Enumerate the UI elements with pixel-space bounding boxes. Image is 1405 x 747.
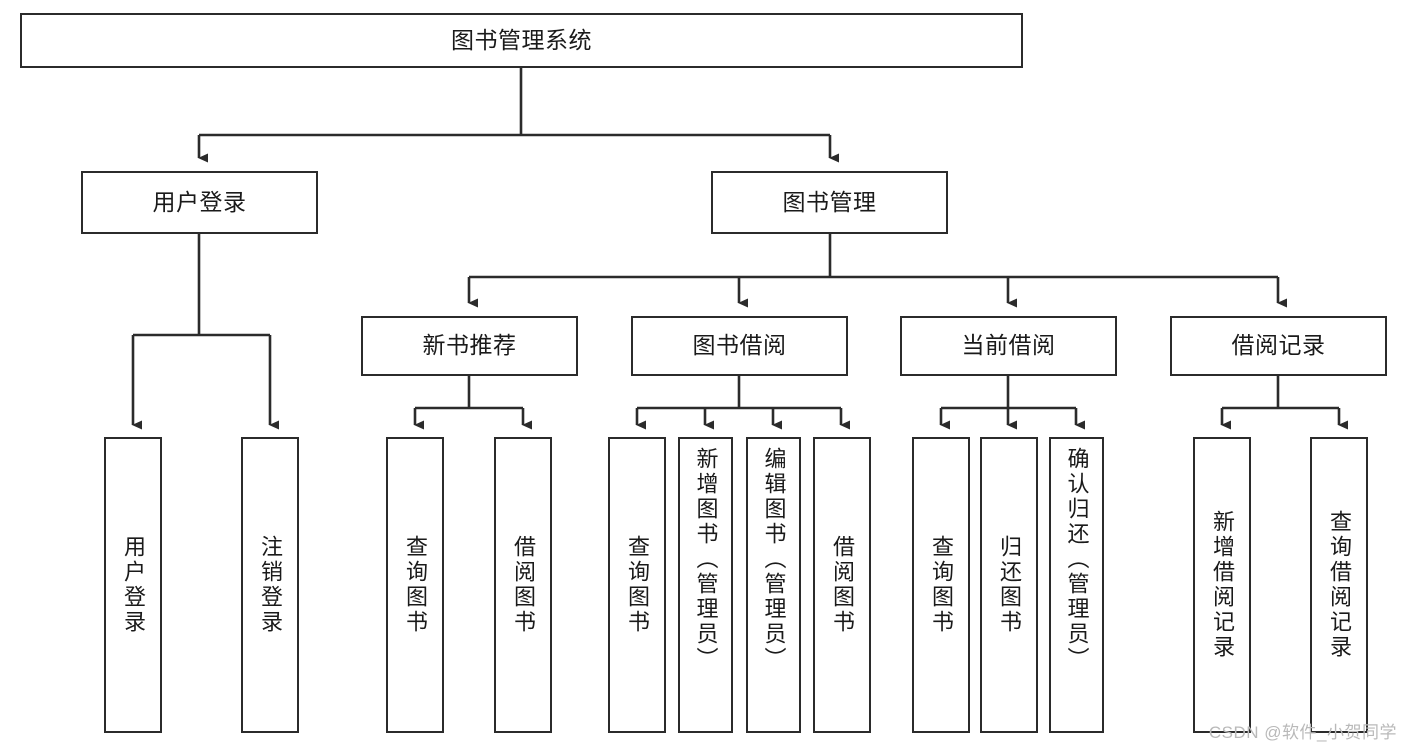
csdn-watermark: CSDN @软件_小贺同学 [1208,723,1397,742]
leaf-confirm-return-admin[interactable]: 确认归还（管理员） [1049,437,1104,733]
leaf-borrow-book[interactable]: 借阅图书 [813,437,871,733]
node-label: 确认归还（管理员） [1064,447,1090,672]
node-current-borrow[interactable]: 当前借阅 [900,316,1117,376]
leaf-add-book-admin[interactable]: 新增图书（管理员） [678,437,733,733]
node-label: 新书推荐 [422,332,517,359]
leaf-logout[interactable]: 注销登录 [241,437,299,733]
leaf-query-book-borrow[interactable]: 查询图书 [608,437,666,733]
node-label: 查询图书 [625,535,650,635]
leaf-query-book-current[interactable]: 查询图书 [912,437,970,733]
node-label: 新增借阅记录 [1210,510,1235,660]
leaf-borrow-book-newbook[interactable]: 借阅图书 [494,437,552,733]
node-new-book-recommend[interactable]: 新书推荐 [361,316,578,376]
node-root-system[interactable]: 图书管理系统 [20,13,1023,68]
node-label: 归还图书 [997,535,1022,635]
node-label: 新增图书（管理员） [693,447,719,672]
node-label: 查询图书 [929,535,954,635]
node-label: 用户登录 [152,188,247,215]
leaf-return-book[interactable]: 归还图书 [980,437,1038,733]
node-label: 用户登录 [121,535,146,635]
leaf-query-borrow-record[interactable]: 查询借阅记录 [1310,437,1368,733]
node-label: 图书管理 [782,188,877,215]
node-borrow-records[interactable]: 借阅记录 [1170,316,1387,376]
node-label: 查询借阅记录 [1327,510,1352,660]
leaf-query-book-newbook[interactable]: 查询图书 [386,437,444,733]
node-label: 图书管理系统 [451,26,592,53]
node-user-login[interactable]: 用户登录 [81,171,318,234]
node-book-management[interactable]: 图书管理 [711,171,948,234]
node-label: 查询图书 [403,535,428,635]
node-book-borrow[interactable]: 图书借阅 [631,316,848,376]
node-label: 图书借阅 [692,332,787,359]
leaf-add-borrow-record[interactable]: 新增借阅记录 [1193,437,1251,733]
node-label: 注销登录 [258,535,283,635]
node-label: 借阅图书 [830,535,855,635]
node-label: 编辑图书（管理员） [761,447,787,672]
node-label: 借阅记录 [1231,332,1326,359]
node-label: 当前借阅 [961,332,1056,359]
leaf-user-login[interactable]: 用户登录 [104,437,162,733]
node-label: 借阅图书 [511,535,536,635]
leaf-edit-book-admin[interactable]: 编辑图书（管理员） [746,437,801,733]
